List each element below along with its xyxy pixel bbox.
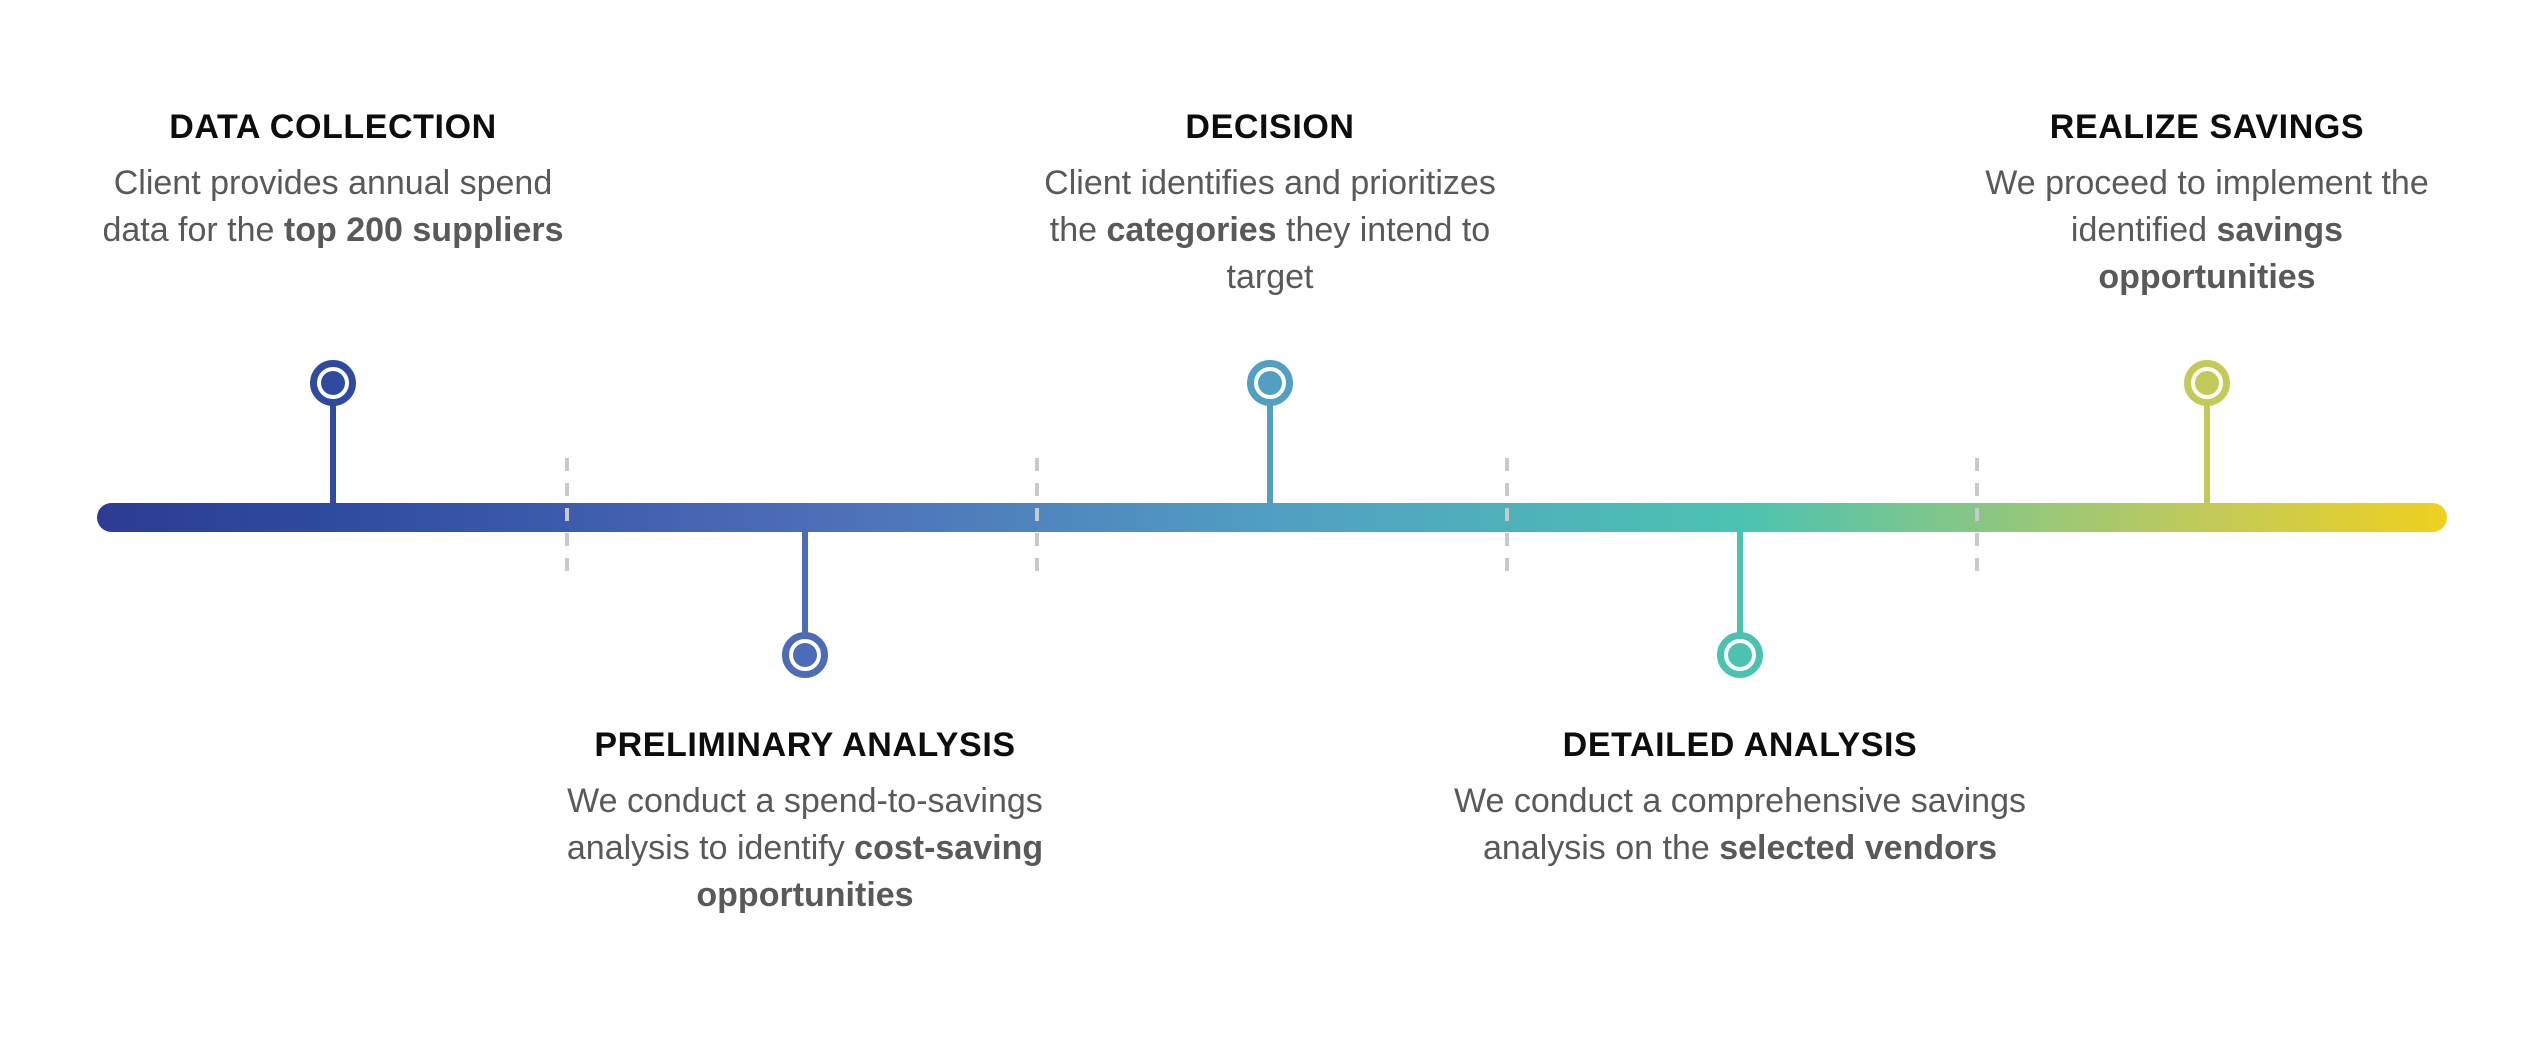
segment-separator xyxy=(1975,458,1979,580)
stage-description: Client identifies and prioritizes the ca… xyxy=(1040,160,1500,301)
stage-title: DECISION xyxy=(1185,108,1355,146)
stage-description: We proceed to implement the identified s… xyxy=(1972,160,2442,301)
stage-description: Client provides annual spend data for th… xyxy=(98,160,568,254)
description-regular: Client identifies and prioritizes the xyxy=(1044,164,1496,249)
stage-label: DETAILED ANALYSIS We conduct a comprehen… xyxy=(1450,726,2030,872)
description-regular: We conduct a spend-to-savings analysis t… xyxy=(566,782,1043,867)
segment-separator xyxy=(565,458,569,580)
description-regular: Client provides annual spend data for th… xyxy=(102,164,553,249)
stage-marker xyxy=(2184,360,2230,406)
stage-label: REALIZE SAVINGS We proceed to implement … xyxy=(1972,108,2442,301)
stage-label: PRELIMINARY ANALYSIS We conduct a spend-… xyxy=(515,726,1095,919)
description-regular: We conduct a comprehensive savings analy… xyxy=(1453,782,2026,867)
stage-label: DATA COLLECTION Client provides annual s… xyxy=(98,108,568,254)
stage-title: DATA COLLECTION xyxy=(169,108,497,146)
description-bold: savings opportunities xyxy=(2098,211,2344,296)
description-bold: categories xyxy=(1106,211,1277,249)
segment-separator xyxy=(1505,458,1509,580)
stage-title: DETAILED ANALYSIS xyxy=(1562,726,1918,764)
stage-title: PRELIMINARY ANALYSIS xyxy=(594,726,1016,764)
marker-stem xyxy=(2204,404,2210,506)
marker-stem xyxy=(1737,528,1743,634)
stage-description: We conduct a comprehensive savings analy… xyxy=(1450,778,2030,872)
description-bold: top 200 suppliers xyxy=(283,211,564,249)
marker-stem xyxy=(1267,404,1273,506)
stage-description: We conduct a spend-to-savings analysis t… xyxy=(515,778,1095,919)
description-regular: We proceed to implement the identified xyxy=(1985,164,2429,249)
stage-marker xyxy=(782,632,828,678)
stage-marker xyxy=(310,360,356,406)
description-bold: cost-saving opportunities xyxy=(696,829,1044,914)
marker-stem xyxy=(802,528,808,634)
stage-marker xyxy=(1717,632,1763,678)
segment-separator xyxy=(1035,458,1039,580)
description-regular: they intend to target xyxy=(1226,211,1491,296)
marker-stem xyxy=(330,404,336,506)
timeline-bar xyxy=(97,503,2447,532)
description-bold: selected vendors xyxy=(1719,829,1998,867)
stage-label: DECISION Client identifies and prioritiz… xyxy=(1040,108,1500,301)
stage-marker xyxy=(1247,360,1293,406)
stage-title: REALIZE SAVINGS xyxy=(2049,108,2365,146)
